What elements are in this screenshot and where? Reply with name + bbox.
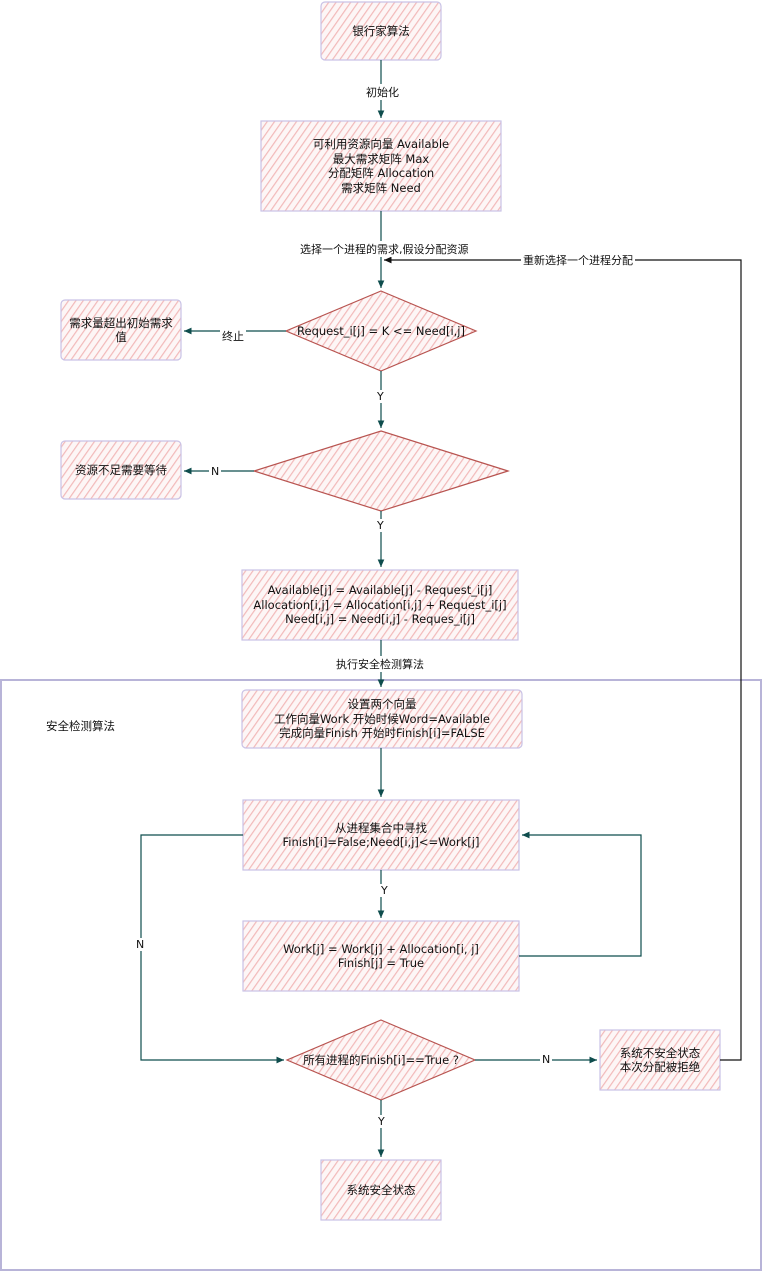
node-text-line: 银行家算法 [352, 23, 410, 38]
node-text-line: 系统不安全状态 [619, 1045, 701, 1060]
set-vectors-box [241, 689, 523, 749]
init-box [260, 120, 502, 212]
node-text-line: 工作向量Work 开始时候Word=Available [273, 711, 491, 726]
node-text-line: 值 [115, 330, 127, 344]
node-text-line: Finish[i]=False;Need[i,j]<=Work[j] [282, 835, 480, 849]
check-need-node: Request_i[j] = K <= Need[i,j] [286, 291, 476, 371]
node-text-line: 系统安全状态 [346, 1182, 416, 1197]
safe-box [320, 1159, 442, 1221]
node-text-line: Work[j] = Work[j] + Allocation[i, j] [283, 941, 479, 956]
allocate-box [241, 569, 519, 641]
node-text-line: 可利用资源向量 Available [312, 137, 450, 151]
node-text-line: Allocation[i,j] = Allocation[i,j] + Requ… [253, 597, 507, 612]
node-text-line: 完成向量Finish 开始时Finish[i]=FALSE [279, 726, 485, 741]
node-text-line: 需求矩阵 Need [341, 180, 421, 195]
node-text-line: Need[i,j] = Need[i,j] - Reques_i[j] [285, 612, 475, 627]
edge-label-reselect: 重新选择一个进程分配 [521, 252, 635, 268]
exceed-node: 需求量超出初始需求值 [61, 300, 181, 360]
insufficient-box [60, 440, 182, 500]
node-text-line: 设置两个向量 [347, 697, 417, 712]
all-finish-node: 所有进程的Finish[i]==True ? [287, 1020, 475, 1100]
node-text-line: 需求量超出初始需求 [69, 315, 173, 330]
node-text-line: 所有进程的Finish[i]==True ? [303, 1052, 459, 1067]
node-text-line: 资源不足需要等待 [75, 462, 167, 477]
arrow-update-find-loop [519, 831, 642, 957]
node-text-line: 分配矩阵 Allocation [327, 166, 435, 180]
unsafe-box [599, 1029, 721, 1091]
update-node: Work[j] = Work[j] + Allocation[i, j]Fini… [243, 921, 519, 991]
start-node: 银行家算法 [321, 2, 441, 60]
edge-label-init: 初始化 [364, 84, 401, 100]
node-text-line: 最大需求矩阵 Max [332, 151, 430, 166]
insufficient-node: 资源不足需要等待 [61, 441, 181, 499]
node-text-line: Request_i[j] = K <= Need[i,j] [297, 323, 465, 338]
edge-label-select: 选择一个进程的需求,假设分配资源 [298, 241, 471, 257]
edge-label-y-safe: Y [376, 1115, 387, 1128]
check-available-node [254, 431, 508, 511]
unsafe-node: 系统不安全状态本次分配被拒绝 [600, 1030, 720, 1090]
edge-label-n-loop: N [134, 938, 147, 951]
edge-label-terminate: 终止 [220, 328, 246, 344]
node-text-line: 从进程集合中寻找 [335, 820, 427, 835]
edge-label-y3: Y [379, 884, 390, 897]
edge-label-n1: N [209, 465, 222, 478]
container-title: 安全检测算法 [46, 719, 115, 733]
node-text-line: 本次分配被拒绝 [619, 1060, 701, 1074]
edge-label-n-unsafe: N [540, 1053, 553, 1066]
safe-node: 系统安全状态 [321, 1160, 441, 1220]
edge-label-y1: Y [375, 390, 386, 403]
edge-label-y2: Y [375, 519, 386, 532]
exceed-box [60, 299, 182, 361]
node-text-line: Finish[j] = True [337, 956, 425, 970]
update-box [242, 920, 520, 992]
edge-label-exec: 执行安全检测算法 [334, 656, 426, 672]
node-text-line: Available[j] = Available[j] - Request_i[… [267, 583, 493, 598]
allocate-node: Available[j] = Available[j] - Request_i[… [242, 570, 518, 640]
